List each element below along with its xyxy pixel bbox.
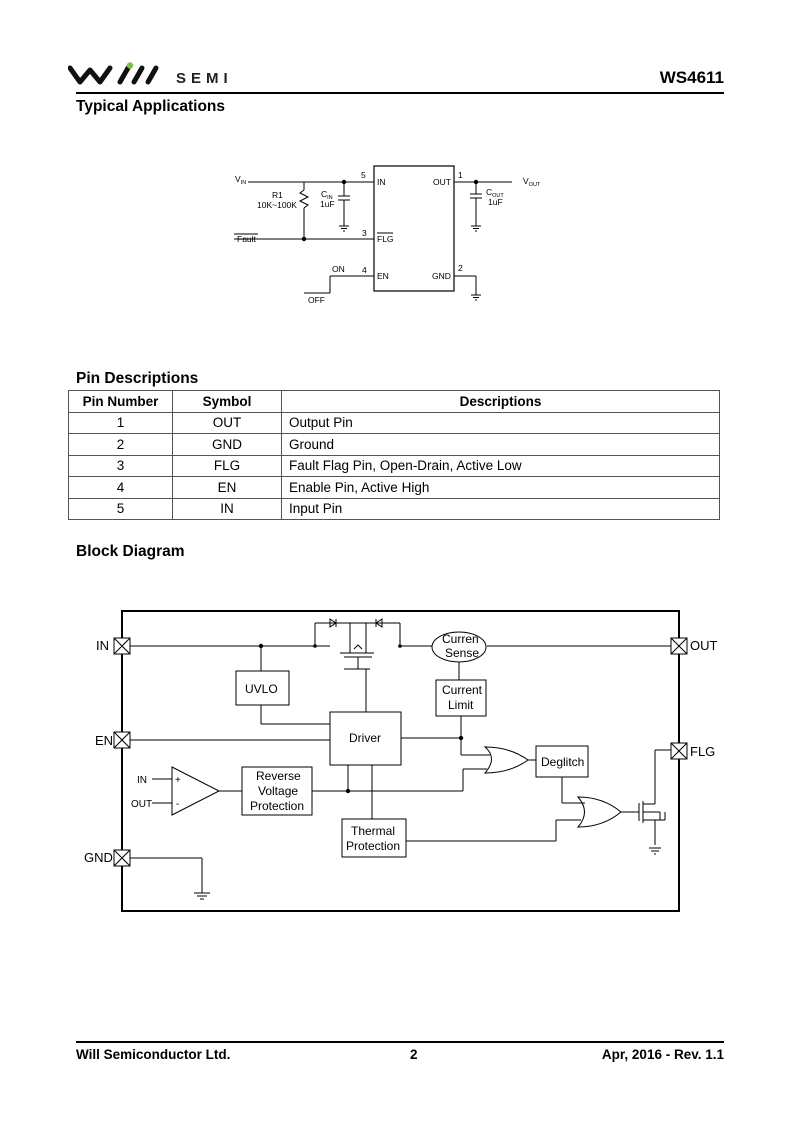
typical-applications-title: Typical Applications <box>76 98 225 115</box>
vin-label: V <box>235 174 241 184</box>
vout-label: V <box>523 176 529 186</box>
pin-description-cell: Output Pin <box>281 411 720 434</box>
table-row: 4 EN Enable Pin, Active High <box>68 476 720 499</box>
bd-pin-flg: FLG <box>690 744 715 759</box>
vout-label-sub: OUT <box>529 182 541 188</box>
pin-description-cell: Enable Pin, Active High <box>281 476 720 499</box>
comparator-in-label: IN <box>137 775 147 786</box>
ic-pin-flg: FLG <box>377 234 394 244</box>
typical-application-circuit: VIN R1 10K~100K CIN 1uF Fault ON OFF IN … <box>234 165 541 305</box>
header-symbol: Symbol <box>172 390 282 413</box>
svg-text:VOUT: VOUT <box>523 176 541 188</box>
pin-number-1: 1 <box>458 170 463 180</box>
pin-symbol-cell: OUT <box>172 411 282 434</box>
pin-descriptions-table: Pin Number Symbol Descriptions 1 OUT Out… <box>68 390 720 520</box>
bd-pin-out: OUT <box>690 638 718 653</box>
pin-description-cell: Fault Flag Pin, Open-Drain, Active Low <box>281 454 720 477</box>
ic-pin-gnd: GND <box>432 271 451 281</box>
pin-number-cell: 5 <box>68 497 173 520</box>
svg-text:CIN: CIN <box>321 189 333 201</box>
cin-label: C <box>321 189 327 199</box>
block-diagram-title: Block Diagram <box>76 543 185 560</box>
footer-rule <box>76 1041 724 1043</box>
pin-symbol-cell: FLG <box>172 454 282 477</box>
cin-label-sub: IN <box>327 195 333 201</box>
header-pin-number: Pin Number <box>68 390 173 413</box>
vin-label-sub: IN <box>241 180 247 186</box>
current-sense-label-2: Sense <box>445 646 479 660</box>
table-row: 1 OUT Output Pin <box>68 411 720 434</box>
reverse-voltage-label-2: Voltage <box>258 784 298 798</box>
comparator-out-label: OUT <box>131 799 152 810</box>
ic-pin-out: OUT <box>433 177 451 187</box>
pin-number-cell: 4 <box>68 476 173 499</box>
fault-label: Fault <box>237 234 257 244</box>
table-row: 3 FLG Fault Flag Pin, Open-Drain, Active… <box>68 454 720 477</box>
cin-value: 1uF <box>320 199 335 209</box>
reverse-voltage-label-3: Protection <box>250 799 304 813</box>
bd-pin-gnd: GND <box>84 850 113 865</box>
pin-number-4: 4 <box>362 265 367 275</box>
current-sense-label-1: Curren <box>442 632 479 646</box>
footer-page-number: 2 <box>410 1047 418 1062</box>
part-number: WS4611 <box>659 68 724 87</box>
thermal-label-1: Thermal <box>351 824 395 838</box>
r1-value: 10K~100K <box>257 200 297 210</box>
pin-descriptions-title: Pin Descriptions <box>76 370 199 387</box>
thermal-label-2: Protection <box>346 839 400 853</box>
pin-number-3: 3 <box>362 228 367 238</box>
bd-pin-in: IN <box>96 638 109 653</box>
pin-symbol-cell: GND <box>172 433 282 456</box>
r1-label: R1 <box>272 190 283 200</box>
pin-symbol-cell: IN <box>172 497 282 520</box>
cout-label: C <box>486 187 492 197</box>
pin-number-cell: 1 <box>68 411 173 434</box>
on-label: ON <box>332 264 345 274</box>
current-limit-label-1: Current <box>442 683 483 697</box>
current-limit-label-2: Limit <box>448 698 474 712</box>
svg-text:VIN: VIN <box>235 174 246 186</box>
comparator-minus: - <box>176 799 179 810</box>
pin-description-cell: Ground <box>281 433 720 456</box>
table-row: 5 IN Input Pin <box>68 497 720 520</box>
pin-symbol-cell: EN <box>172 476 282 499</box>
deglitch-label: Deglitch <box>541 755 584 769</box>
svg-text:COUT: COUT <box>486 187 504 199</box>
comparator-plus: + <box>175 775 181 786</box>
footer-company: Will Semiconductor Ltd. <box>76 1047 231 1062</box>
pin-description-cell: Input Pin <box>281 497 720 520</box>
ic-pin-in: IN <box>377 177 386 187</box>
pin-number-cell: 3 <box>68 454 173 477</box>
table-row: 2 GND Ground <box>68 433 720 456</box>
will-logo-mark-icon <box>68 62 159 85</box>
footer-date-revision: Apr, 2016 - Rev. 1.1 <box>601 1047 724 1062</box>
uvlo-label: UVLO <box>245 682 278 696</box>
ic-pin-en: EN <box>377 271 389 281</box>
off-label: OFF <box>308 295 325 305</box>
pin-number-2: 2 <box>458 263 463 273</box>
bd-pin-en: EN <box>95 733 113 748</box>
will-semi-logo: SEMI <box>68 62 258 88</box>
header-descriptions: Descriptions <box>281 390 720 413</box>
pin-number-cell: 2 <box>68 433 173 456</box>
driver-label: Driver <box>349 731 381 745</box>
pin-number-5: 5 <box>361 170 366 180</box>
table-header-row: Pin Number Symbol Descriptions <box>68 390 720 413</box>
header-rule <box>76 92 724 94</box>
block-diagram: IN EN GND OUT FLG UVLO Driver Curren Sen… <box>84 610 718 912</box>
brand-semi: SEMI <box>176 70 233 87</box>
cout-label-sub: OUT <box>492 193 504 199</box>
cout-value: 1uF <box>488 197 503 207</box>
reverse-voltage-label-1: Reverse <box>256 769 301 783</box>
